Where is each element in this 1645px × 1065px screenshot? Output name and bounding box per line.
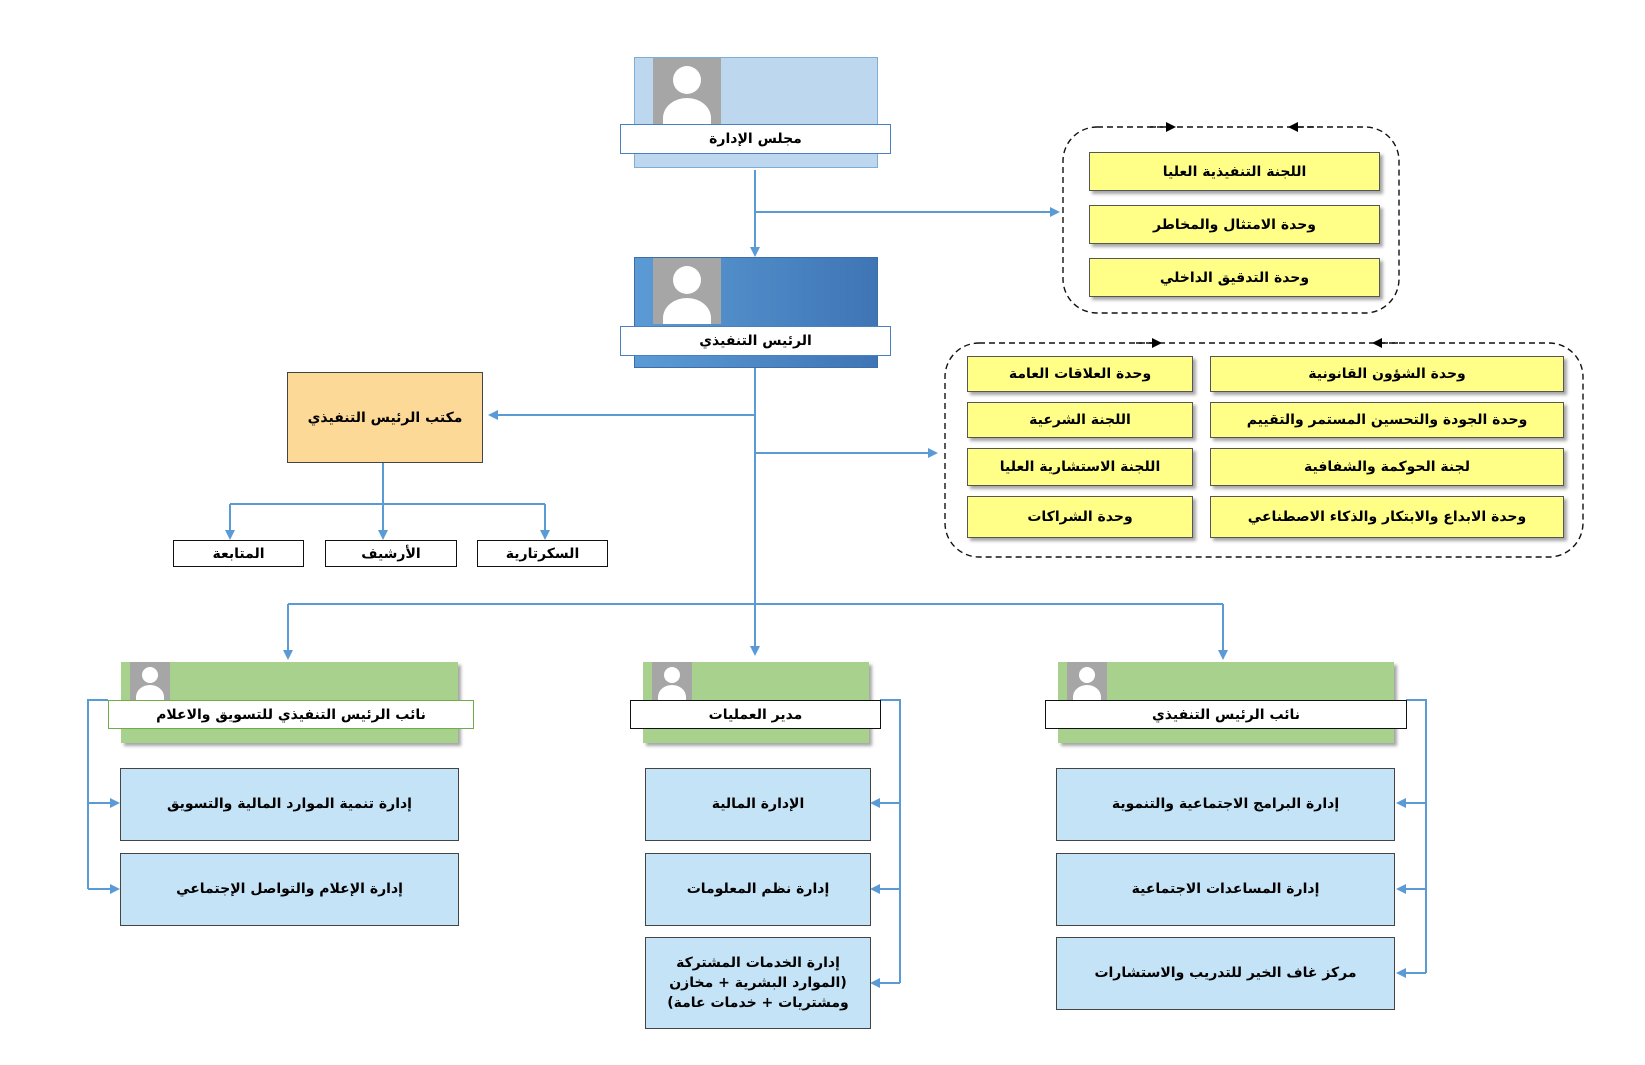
ceo-unit-box[interactable]: وحدة العلاقات العامة <box>967 356 1193 392</box>
ceo-unit-box[interactable]: وحدة الجودة والتحسين المستمر والتقييم <box>1210 402 1564 438</box>
ceo-unit-box[interactable]: اللجنة الاستشارية العليا <box>967 448 1193 486</box>
deputy-departments-connector <box>1406 699 1427 973</box>
department-box[interactable]: إدارة البرامج الاجتماعية والتنموية <box>1056 768 1395 841</box>
operations-departments-connector <box>880 699 901 983</box>
ceo-office-child-box[interactable]: المتابعة <box>173 540 304 567</box>
board-committee-box[interactable]: اللجنة التنفيذية العليا <box>1089 152 1380 191</box>
department-box[interactable]: إدارة الإعلام والتواصل الإجتماعي <box>120 853 459 926</box>
ceo-office-child-box[interactable]: السكرتارية <box>477 540 608 567</box>
board-avatar-icon <box>653 58 721 124</box>
ceo-unit-box[interactable]: وحدة الشراكات <box>967 496 1193 538</box>
department-box[interactable]: إدارة نظم المعلومات <box>645 853 871 926</box>
deputy-ceo-title[interactable]: نائب الرئيس التنفيذي <box>1045 700 1407 729</box>
department-box[interactable]: الإدارة المالية <box>645 768 871 841</box>
ceo-office-box[interactable]: مكتب الرئيس التنفيذي <box>287 372 483 463</box>
department-box[interactable]: مركز غاف الخير للتدريب والاستشارات <box>1056 937 1395 1010</box>
ceo-unit-box[interactable]: وحدة الابداع والابتكار والذكاء الاصطناعي <box>1210 496 1564 538</box>
deputy-ceo-avatar-icon <box>1067 662 1107 700</box>
department-box[interactable]: إدارة المساعدات الاجتماعية <box>1056 853 1395 926</box>
operations-manager-avatar-icon <box>652 662 692 700</box>
board-committee-box[interactable]: وحدة الامتثال والمخاطر <box>1089 205 1380 244</box>
office-children-connector <box>230 463 545 505</box>
marketing-departments-connector <box>87 699 108 889</box>
ceo-avatar-icon <box>653 258 721 324</box>
ceo-unit-box[interactable]: وحدة الشؤون القانونية <box>1210 356 1564 392</box>
marketing-deputy-title[interactable]: نائب الرئيس التنفيذي للتسويق والاعلام <box>108 700 474 729</box>
ceo-title[interactable]: الرئيس التنفيذي <box>620 326 891 356</box>
department-box[interactable]: إدارة تنمية الموارد المالية والتسويق <box>120 768 459 841</box>
ceo-unit-box[interactable]: لجنة الحوكمة والشفافية <box>1210 448 1564 486</box>
department-box[interactable]: إدارة الخدمات المشتركة (الموارد البشرية … <box>645 937 871 1029</box>
ceo-office-child-box[interactable]: الأرشيف <box>325 540 457 567</box>
ceo-units-group-border <box>944 342 1584 558</box>
operations-manager-title[interactable]: مدير العمليات <box>630 700 881 729</box>
board-title[interactable]: مجلس الإدارة <box>620 124 891 154</box>
board-committees-group-border <box>1062 126 1400 314</box>
board-committee-box[interactable]: وحدة التدقيق الداخلي <box>1089 258 1380 297</box>
marketing-deputy-avatar-icon <box>130 662 170 700</box>
ceo-unit-box[interactable]: اللجنة الشرعية <box>967 402 1193 438</box>
